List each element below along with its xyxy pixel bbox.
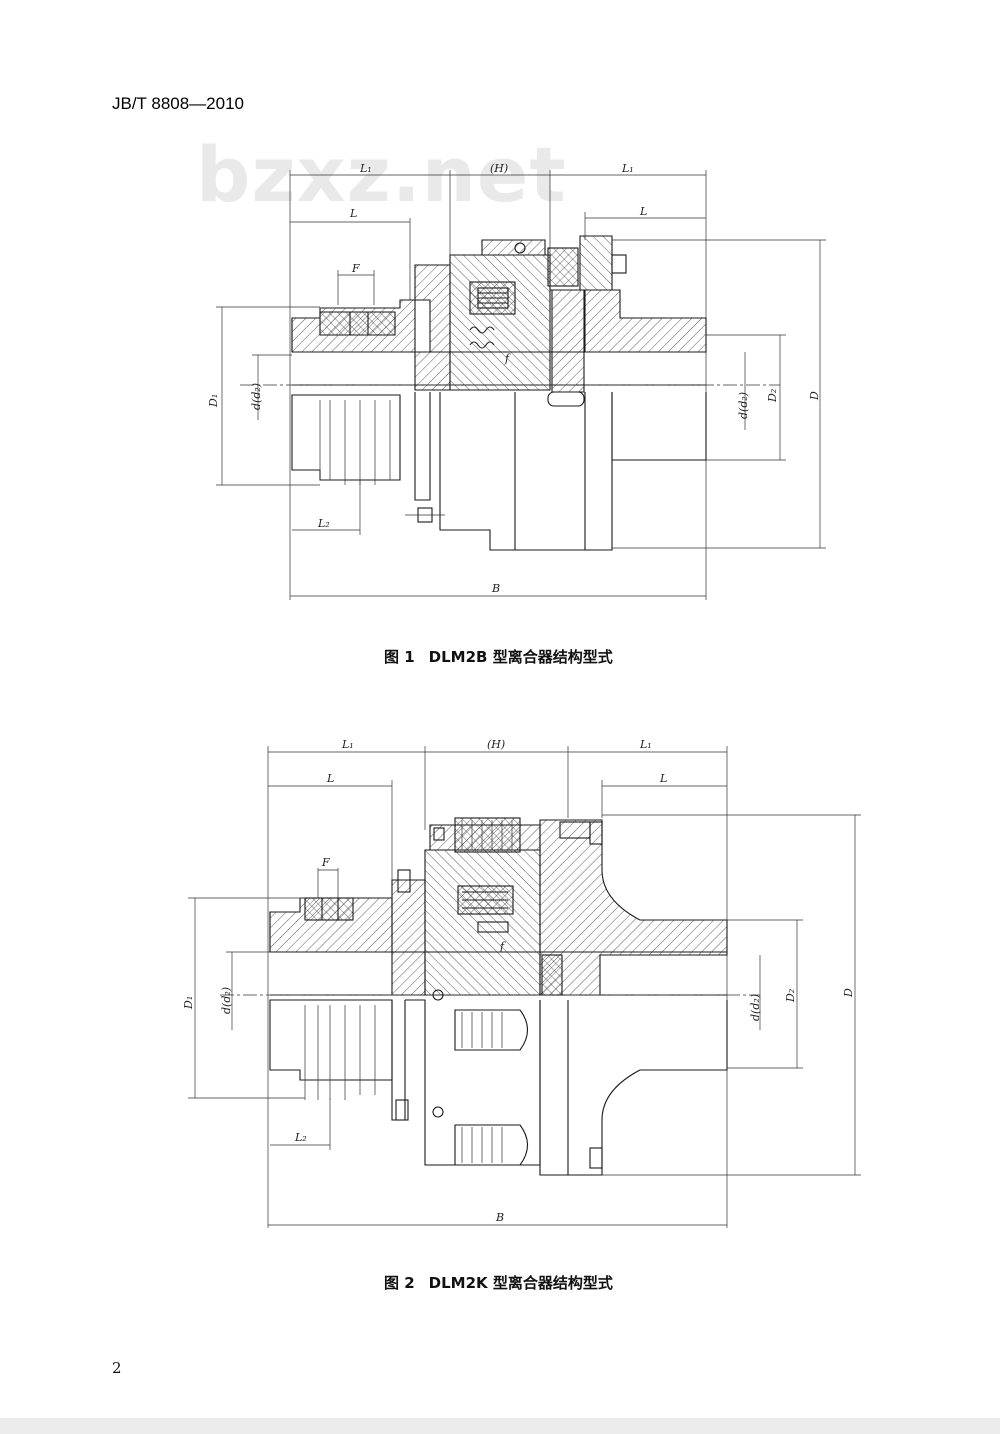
fig1-dim-H: (H) [490,162,508,175]
fig2-dim-D: D [842,988,855,998]
fig1-dim-L1-right: L₁ [621,162,634,175]
fig1-dim-L2: L₂ [317,517,330,530]
fig1-dim-d-right: d(d₂) [737,392,750,419]
fig1-dim-B: B [491,582,500,595]
figure1-drawing: L₁ (H) L₁ L L F D₁ d(d₂) [207,162,826,600]
fig2-dim-L-left: L [326,772,334,785]
fig1-dim-D: D [808,391,821,401]
fig2-dim-H: (H) [487,738,505,751]
figure1-caption-title: DLM2B 型离合器结构型式 [428,648,613,666]
watermark-text: bzxz.net [196,130,567,219]
fig1-dim-F: F [351,262,360,275]
fig1-dim-L-right: L [639,205,647,218]
bottom-scroll-bar [0,1418,1000,1434]
figure2-caption-title: DLM2K 型离合器结构型式 [428,1274,613,1292]
fig1-dim-D2: D₂ [766,389,779,403]
fig2-dim-B: B [495,1211,504,1224]
fig2-dim-L-right: L [659,772,667,785]
fig1-dim-L1-left: L₁ [359,162,372,175]
fig1-dim-f: f [504,352,511,365]
figure1-caption-number: 图 1 [384,648,415,666]
fig1-dim-L-left: L [349,207,357,220]
fig2-dim-D1: D₁ [182,996,195,1010]
figure2-caption: 图 2 DLM2K 型离合器结构型式 [384,1272,627,1293]
fig2-dim-L2: L₂ [294,1131,307,1144]
figure1-caption: 图 1 DLM2B 型离合器结构型式 [384,646,627,667]
figure2-drawing: L₁ (H) L₁ L L F D₁ d(d [182,738,861,1228]
standard-code: JB/T 8808—2010 [112,94,244,113]
fig2-dim-L1-left: L₁ [341,738,354,751]
fig1-dim-d-left: d(d₂) [250,383,263,410]
fig2-dim-D2: D₂ [784,989,797,1003]
fig2-dim-L1-right: L₁ [639,738,652,751]
fig1-dim-D1: D₁ [207,394,220,408]
fig2-dim-f: f [499,940,506,953]
fig2-dim-d-right: d(d₂) [749,994,762,1021]
page-number: 2 [112,1359,122,1377]
fig2-dim-F: F [321,856,330,869]
fig2-dim-d-left: d(d₂) [220,987,233,1014]
figure2-caption-number: 图 2 [384,1274,415,1292]
